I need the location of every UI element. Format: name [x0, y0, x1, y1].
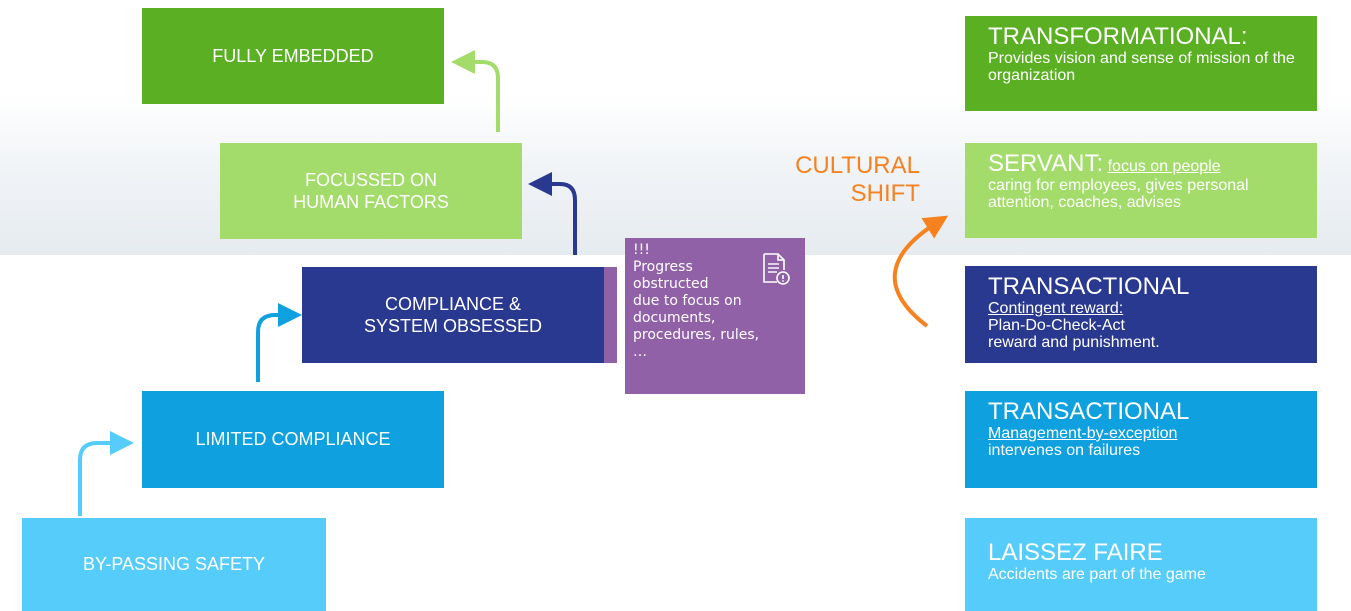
document-alert-icon	[763, 253, 790, 285]
leadership-transactional-exception: TRANSACTIONAL Management-by-exception in…	[965, 391, 1317, 488]
step-limited-compliance: LIMITED COMPLIANCE	[142, 391, 444, 488]
leadership-transformational: TRANSFORMATIONAL: Provides vision and se…	[965, 16, 1317, 111]
leadership-transactional-contingent: TRANSACTIONAL Contingent reward: Plan-Do…	[965, 266, 1317, 363]
leadership-servant: SERVANT: focus on people caring for empl…	[965, 143, 1317, 238]
obstruction-bar	[604, 267, 617, 363]
leadership-desc: intervenes on failures	[988, 442, 1141, 459]
leadership-desc: Provides vision and sense of mission of …	[988, 50, 1295, 84]
leadership-desc: caring for employees, gives personal att…	[988, 177, 1249, 211]
step-focussed-on-human-factors: FOCUSSED ON HUMAN FACTORS	[220, 143, 522, 239]
arrow-to-compliance	[256, 303, 302, 382]
arrow-to-limited-compliance	[78, 431, 134, 516]
step-label: FULLY EMBEDDED	[212, 45, 374, 66]
leadership-focus: focus on people	[1107, 158, 1221, 175]
leadership-subtype: Management-by-exception	[988, 425, 1178, 442]
cultural-shift-arrow	[892, 215, 949, 328]
step-by-passing-safety: BY-PASSING SAFETY	[22, 518, 326, 611]
leadership-title: TRANSACTIONAL	[988, 398, 1190, 425]
arrow-to-fully-embedded	[451, 50, 500, 132]
leadership-title: LAISSEZ FAIRE	[988, 539, 1163, 566]
obstruction-note-text: !!! Progress obstructed due to focus on …	[633, 242, 760, 360]
leadership-subtype: Contingent reward:	[988, 300, 1124, 317]
cultural-shift-label: CULTURAL SHIFT	[795, 152, 920, 207]
step-label: LIMITED COMPLIANCE	[195, 429, 391, 450]
arrow-to-human-factors	[528, 172, 577, 255]
leadership-desc: Accidents are part of the game	[988, 566, 1206, 583]
leadership-title: TRANSFORMATIONAL:	[988, 23, 1248, 50]
obstruction-note: !!! Progress obstructed due to focus on …	[625, 238, 805, 394]
leadership-title: SERVANT:	[988, 150, 1104, 177]
leadership-desc-line1: Plan-Do-Check-Act	[988, 317, 1125, 334]
step-fully-embedded: FULLY EMBEDDED	[142, 8, 444, 104]
step-label: FOCUSSED ON HUMAN FACTORS	[293, 169, 449, 213]
step-compliance-system-obsessed: COMPLIANCE & SYSTEM OBSESSED	[302, 267, 604, 363]
leadership-desc-line2: reward and punishment.	[988, 334, 1160, 351]
leadership-laissez-faire: LAISSEZ FAIRE Accidents are part of the …	[965, 518, 1317, 611]
step-label: BY-PASSING SAFETY	[82, 554, 266, 575]
leadership-title: TRANSACTIONAL	[988, 273, 1190, 300]
step-label: COMPLIANCE & SYSTEM OBSESSED	[363, 293, 543, 337]
